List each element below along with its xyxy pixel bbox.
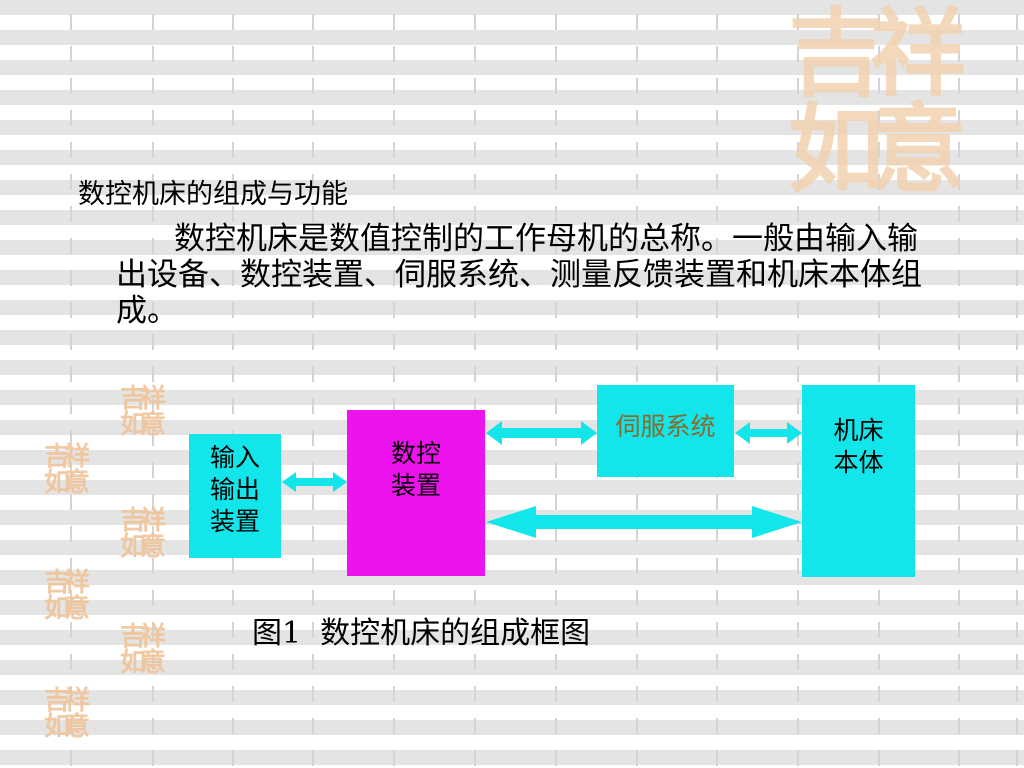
arrow-cnc-machine <box>486 506 802 538</box>
intro-paragraph: 数控机床是数值控制的工作母机的总称。一般由输入输出设备、数控装置、伺服系统、测量… <box>116 221 922 329</box>
servo-system-box: 伺服系统 <box>597 385 734 477</box>
cnc-device-box: 数控 装置 <box>347 410 485 576</box>
figure-caption: 图1 数控机床的组成框图 <box>252 616 591 651</box>
servo-system-label: 伺服系统 <box>615 412 716 441</box>
arrow-io-cnc <box>282 472 347 492</box>
arrow-servo-machine <box>735 422 802 444</box>
arrow-cnc-servo <box>486 421 597 445</box>
io-device-box: 输入 输出 装置 <box>189 434 281 558</box>
machine-body-box: 机床 本体 <box>802 385 915 577</box>
section-heading: 数控机床的组成与功能 <box>78 179 348 210</box>
decorative-seal-large: 吉祥如意 <box>788 0 966 206</box>
io-device-label: 输入 输出 装置 <box>209 443 260 536</box>
machine-body-label: 机床 本体 <box>833 416 884 477</box>
cnc-device-label: 数控 装置 <box>390 439 441 500</box>
